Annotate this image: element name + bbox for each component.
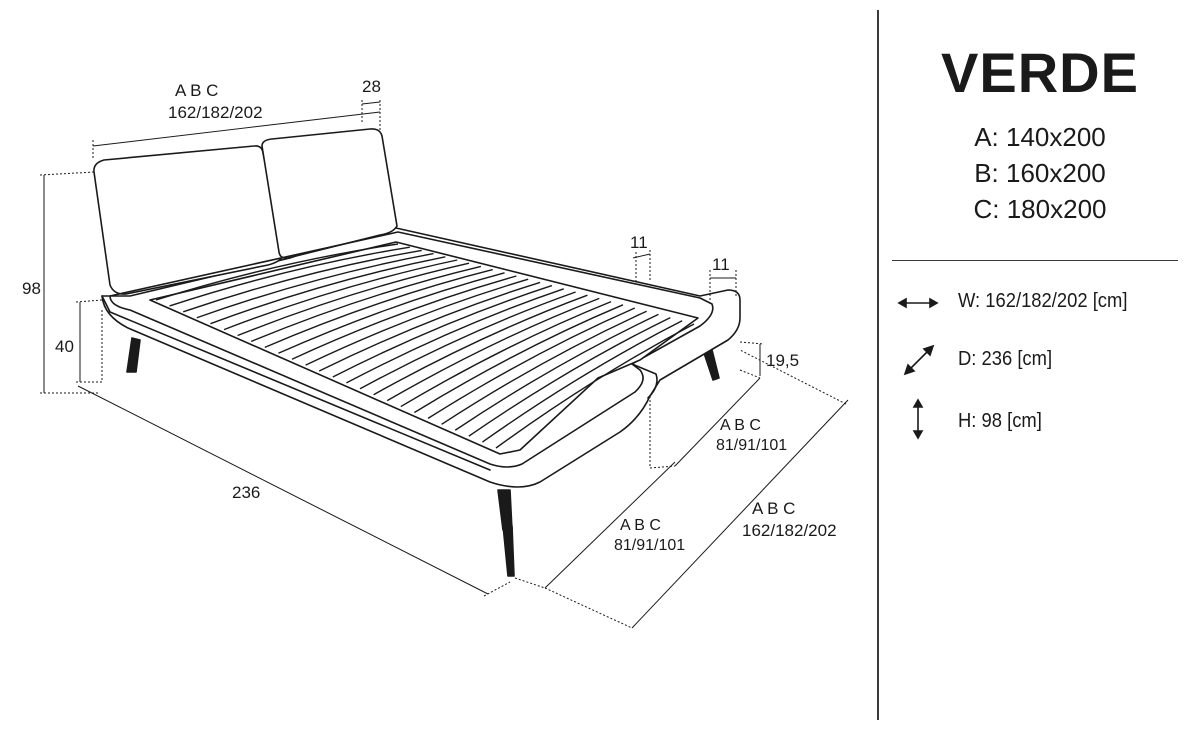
bed-slat: [237, 262, 470, 337]
height-frame-label: 40: [55, 337, 74, 356]
half-abc-front-label: A B C: [620, 517, 661, 534]
bed-dimension-drawing: A B C 162/182/202 28 11 11 98 40 19,5 23…: [22, 77, 849, 629]
spec-height: H: 98 [cm]: [958, 410, 1042, 432]
bed-slat: [210, 256, 446, 325]
bed-slat: [468, 316, 671, 437]
length-label: 236: [232, 483, 260, 502]
bed-slat: [155, 243, 399, 301]
bed-slat: [441, 310, 647, 425]
full-abc-front-label: A B C: [752, 499, 795, 518]
depth-arrow-icon: [903, 344, 935, 376]
bed-slat: [332, 284, 553, 378]
bed-slat: [346, 288, 564, 384]
inner-rim: [109, 231, 714, 468]
product-title: VERDE: [941, 41, 1139, 104]
bed-slat: [318, 281, 541, 372]
side-panel-right-label: 11: [712, 255, 730, 274]
side-panel-right: [631, 363, 658, 399]
side-height-label: 19,5: [766, 351, 799, 370]
bed-slat: [182, 249, 422, 313]
headboard-depth-label: 28: [362, 77, 381, 96]
top-abc-label: A B C: [175, 81, 218, 100]
bed-slat: [414, 304, 624, 414]
bed-slat: [223, 259, 458, 331]
leg-back-right: [702, 349, 720, 381]
bed-slat: [305, 278, 529, 366]
spec-width: W: 162/182/202 [cm]: [958, 290, 1128, 312]
size-option-a: A: 140x200: [974, 122, 1106, 152]
half-width-right-label: 81/91/101: [716, 437, 787, 454]
spec-separator: [892, 260, 1178, 261]
bed-slat: [427, 307, 636, 419]
panel-divider: [877, 10, 879, 720]
slat-deck: [149, 241, 699, 455]
spec-depth: D: 236 [cm]: [958, 348, 1053, 370]
bed-slat: [359, 291, 576, 390]
bed-slat: [196, 252, 434, 319]
side-panel-left-label: 11: [630, 233, 648, 252]
height-total-label: 98: [22, 279, 41, 298]
width-arrow-icon: [897, 297, 939, 309]
bed-slat: [169, 246, 410, 307]
bed-slat: [495, 323, 695, 449]
half-width-front-label: 81/91/101: [614, 537, 685, 554]
size-option-c: C: 180x200: [973, 194, 1107, 224]
height-arrow-icon: [912, 398, 924, 440]
bed-slat: [250, 265, 482, 343]
leg-front-left-top: [497, 489, 513, 531]
bed-slat: [264, 268, 493, 349]
size-option-b: B: 160x200: [974, 158, 1106, 188]
top-width-label: 162/182/202: [168, 103, 263, 122]
bed-slat: [291, 275, 517, 360]
bed-slat: [386, 297, 600, 402]
bed-slat: [278, 272, 505, 354]
bed-slat: [400, 300, 612, 408]
half-abc-right-label: A B C: [720, 417, 761, 434]
bed-slat: [481, 320, 683, 443]
bed-slat: [373, 294, 588, 396]
leg-front-left: [502, 524, 515, 577]
front-rail: [101, 295, 491, 471]
bed-slat: [454, 313, 659, 431]
full-width-front-label: 162/182/202: [742, 521, 837, 540]
leg-back-left: [126, 337, 141, 373]
